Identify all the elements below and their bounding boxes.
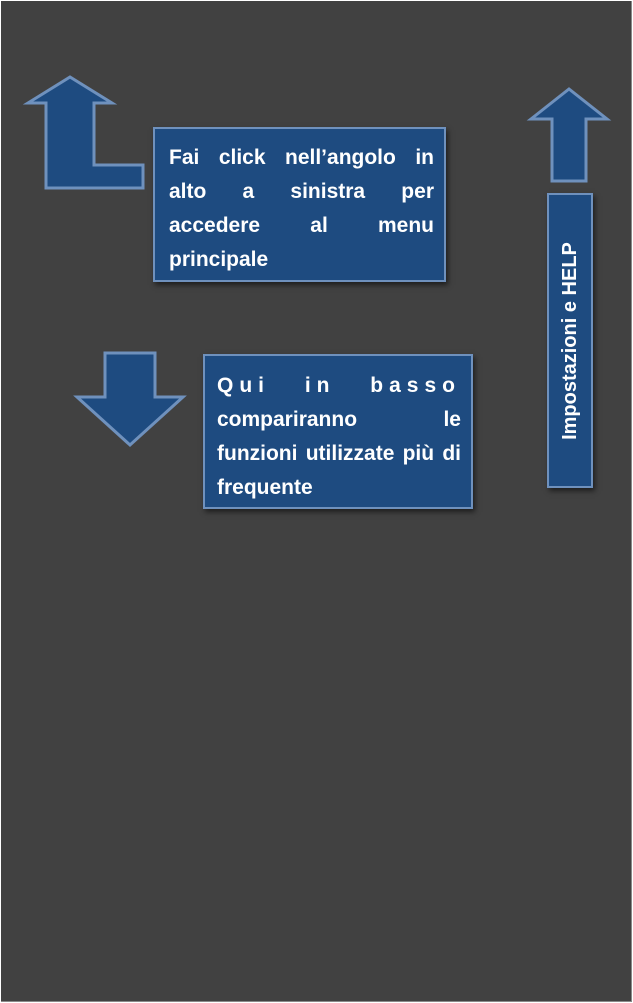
settings-help-label: Impostazioni e HELP <box>559 241 581 440</box>
bottom-hint-line1: Qui in basso <box>217 374 461 397</box>
bottom-functions-hint-callout: Qui in basso compariranno le funzioni ut… <box>203 354 473 509</box>
settings-help-callout: Impostazioni e HELP <box>547 193 593 488</box>
corner-up-left-arrow-icon <box>22 75 145 190</box>
menu-hint-text: Fai click nell’angolo in alto a sinistra… <box>169 146 434 271</box>
bottom-hint-text: compariranno le funzioni utilizzate più … <box>217 408 461 499</box>
menu-hint-callout: Fai click nell’angolo in alto a sinistra… <box>153 127 446 282</box>
up-arrow-icon <box>526 87 612 183</box>
down-arrow-icon <box>73 351 187 448</box>
